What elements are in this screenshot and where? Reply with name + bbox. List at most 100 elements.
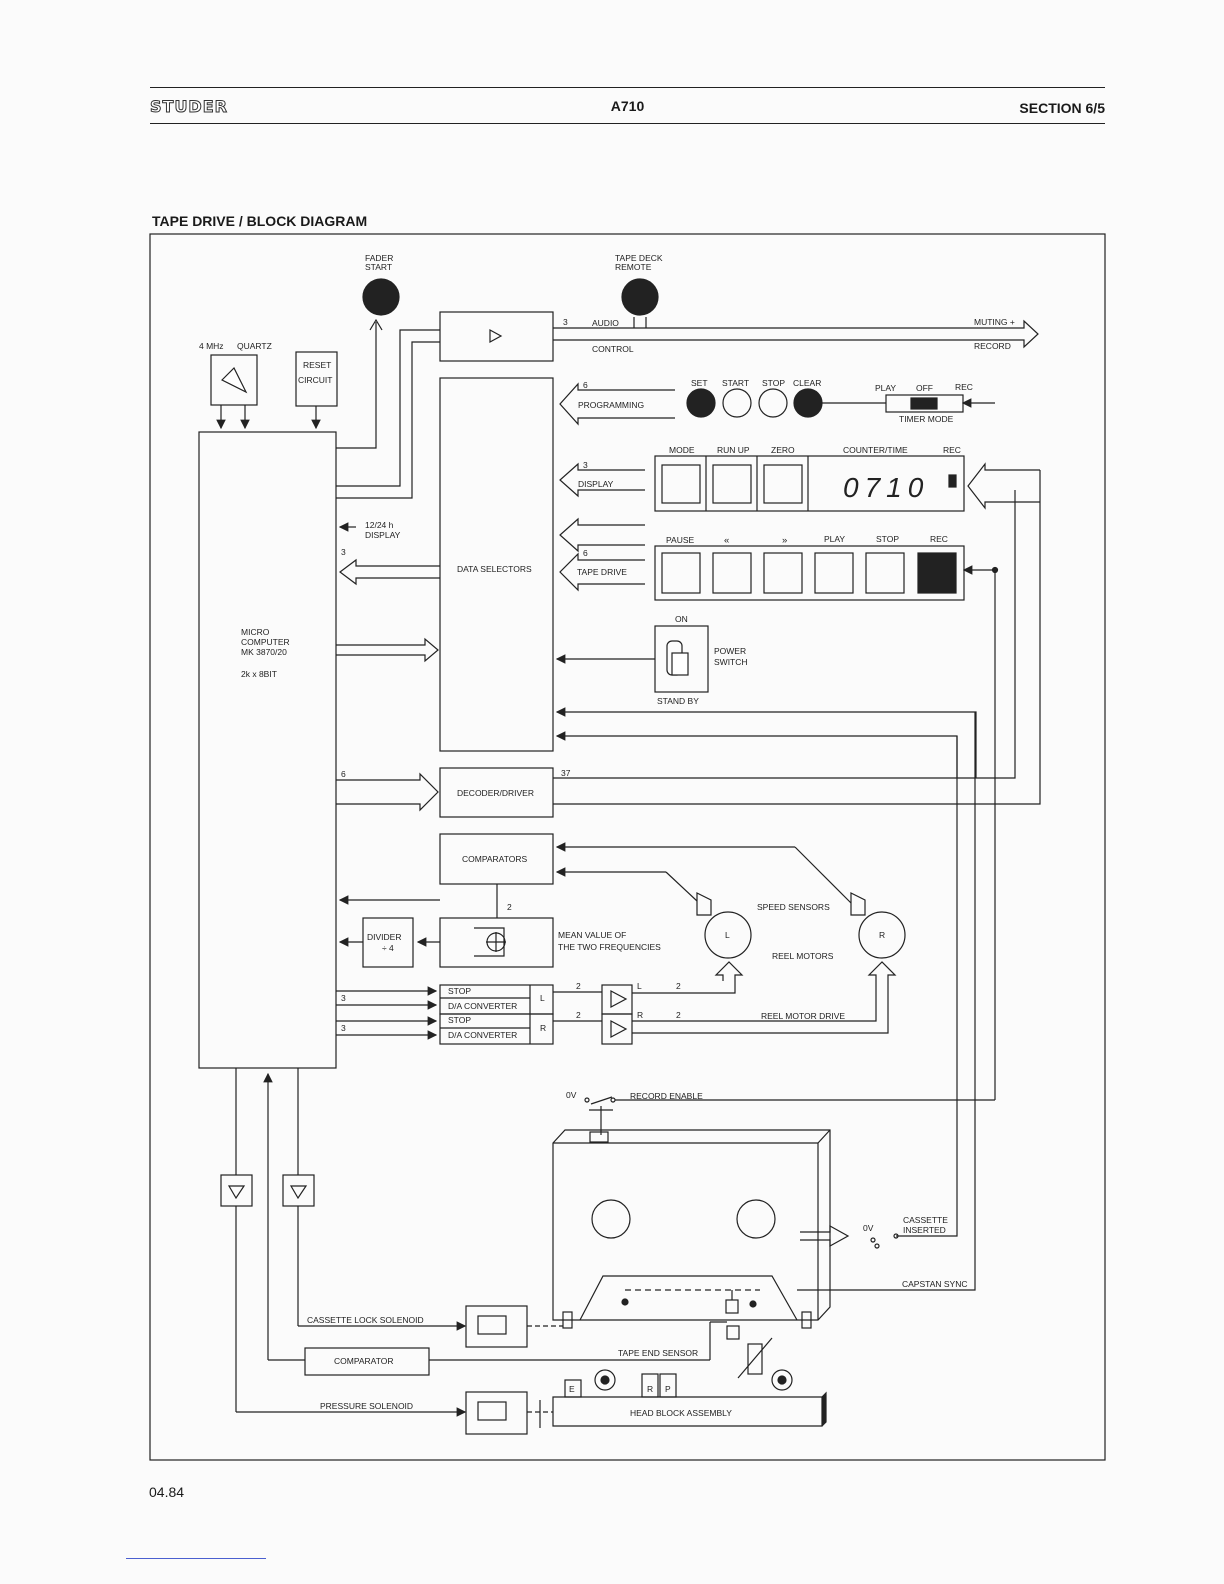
- head-e-label: E: [569, 1384, 575, 1394]
- remote-label: REMOTE: [615, 262, 652, 272]
- set-button-icon: [686, 388, 716, 418]
- comparators-count: 2: [507, 902, 512, 912]
- mk-label: MK 3870/20: [241, 647, 287, 657]
- cassette-icon: [552, 1129, 831, 1321]
- pressure-solenoid-label: PRESSURE SOLENOID: [320, 1401, 413, 1411]
- power-label: POWER: [714, 646, 746, 656]
- divider-label: DIVIDER: [367, 932, 401, 942]
- head-r-label: R: [647, 1384, 653, 1394]
- frequencies-label: THE TWO FREQUENCIES: [558, 942, 661, 952]
- buffer-left-icon: [220, 1174, 253, 1207]
- decoder-label: DECODER/DRIVER: [457, 788, 534, 798]
- zero-label: ZERO: [771, 445, 795, 455]
- diagram-title: TAPE DRIVE / BLOCK DIAGRAM: [152, 213, 368, 229]
- muting-label: MUTING +: [974, 317, 1015, 327]
- ov-label: 0V: [566, 1090, 577, 1100]
- stop-button-label: STOP: [762, 378, 785, 388]
- computer-label: COMPUTER: [241, 637, 290, 647]
- model-title: A710: [610, 98, 645, 114]
- pause-label: PAUSE: [666, 535, 695, 545]
- audio-label: AUDIO: [592, 318, 619, 328]
- motor-l-label: L: [725, 930, 730, 940]
- tape-drive-label: TAPE DRIVE: [577, 567, 627, 577]
- drv-r-count: 2: [576, 1010, 581, 1020]
- set-label: SET: [691, 378, 708, 388]
- motor-r-label: R: [879, 930, 885, 940]
- reel-motor-drive-label: REEL MOTOR DRIVE: [761, 1011, 845, 1021]
- ch-l-label: L: [540, 993, 545, 1003]
- tape-deck-remote-connector-icon: [621, 278, 659, 316]
- motor-r-count: 2: [676, 1010, 681, 1020]
- clear-button-icon: [793, 388, 823, 418]
- ch-r-label: R: [540, 1023, 546, 1033]
- reset-label: RESET: [303, 360, 331, 370]
- decoder-out-count: 37: [561, 768, 571, 778]
- da-l-count: 3: [341, 993, 346, 1003]
- mean-label: MEAN VALUE OF: [558, 930, 626, 940]
- da-converter-right-block: [439, 1013, 554, 1045]
- memory-label: 2k x 8BIT: [241, 669, 277, 679]
- decoder-driver-block: [439, 767, 554, 818]
- microcomputer-block: [198, 431, 337, 1069]
- capstan-sync-label: CAPSTAN SYNC: [902, 1279, 968, 1289]
- da-r-label: D/A CONVERTER: [448, 1030, 517, 1040]
- header-rule-top: [150, 87, 1105, 88]
- pressure-solenoid-icon: [465, 1391, 528, 1435]
- cassette-label: CASSETTE: [903, 1215, 948, 1225]
- stand-by-label: STAND BY: [657, 696, 699, 706]
- transport-stop-label: STOP: [876, 534, 899, 544]
- display-label: DISPLAY: [578, 479, 614, 489]
- footer-link-line: [126, 1558, 266, 1559]
- da-r-count: 3: [341, 1023, 346, 1033]
- inserted-label: INSERTED: [903, 1225, 946, 1235]
- mhz-label: 4 MHz: [199, 341, 224, 351]
- fader-start-connector-icon: [362, 278, 400, 316]
- play-label: PLAY: [875, 383, 896, 393]
- stop-r-label: STOP: [448, 1015, 471, 1025]
- tape-end-sensor-label: TAPE END SENSOR: [618, 1348, 698, 1358]
- comparator-block: [304, 1347, 430, 1376]
- counter-time-label: COUNTER/TIME: [843, 445, 908, 455]
- run-up-label: RUN UP: [717, 445, 750, 455]
- circuit-label: CIRCUIT: [298, 375, 332, 385]
- cassette-lock-label: CASSETTE LOCK SOLENOID: [307, 1315, 424, 1325]
- cassette-ov-label: 0V: [863, 1223, 874, 1233]
- head-p-label: P: [665, 1384, 671, 1394]
- programming-count: 6: [583, 380, 588, 390]
- counter-panel: [654, 455, 965, 512]
- start-label: START: [365, 262, 392, 272]
- comparator-label: COMPARATOR: [334, 1356, 394, 1366]
- transport-rec-label: REC: [930, 534, 948, 544]
- quartz-label: QUARTZ: [237, 341, 272, 351]
- rewind-label: «: [724, 535, 729, 546]
- display-count: 3: [583, 460, 588, 470]
- decoder-count: 6: [341, 769, 346, 779]
- stop-button-icon: [758, 388, 788, 418]
- drv-l-count: 2: [576, 981, 581, 991]
- clear-label: CLEAR: [793, 378, 821, 388]
- tape-deck-label: TAPE DECK: [615, 253, 663, 263]
- counter-display: 0710: [843, 472, 929, 503]
- motor-driver-left-icon: [601, 984, 633, 1015]
- out-l-label: L: [637, 981, 642, 991]
- mode-label: MODE: [669, 445, 695, 455]
- footer-date: 04.84: [149, 1484, 185, 1500]
- timer-mode-label: TIMER MODE: [899, 414, 954, 424]
- audio-amplifier-block: [439, 311, 554, 362]
- off-label: OFF: [916, 383, 933, 393]
- section-number: SECTION 6/5: [1019, 100, 1105, 116]
- transport-play-label: PLAY: [824, 534, 845, 544]
- speed-sensors-label: SPEED SENSORS: [757, 902, 830, 912]
- data-selectors-block: [439, 377, 554, 752]
- selectors-count: 3: [341, 547, 346, 557]
- header-rule-bottom: [150, 123, 1105, 124]
- rec-label: REC: [955, 382, 973, 392]
- head-block-label: HEAD BLOCK ASSEMBLY: [630, 1408, 732, 1418]
- reel-motor-left-icon: [704, 911, 752, 959]
- start-button-label: START: [722, 378, 749, 388]
- display-1224-sub-label: DISPLAY: [365, 530, 401, 540]
- buffer-right-icon: [282, 1174, 315, 1207]
- fast-forward-label: »: [782, 535, 787, 546]
